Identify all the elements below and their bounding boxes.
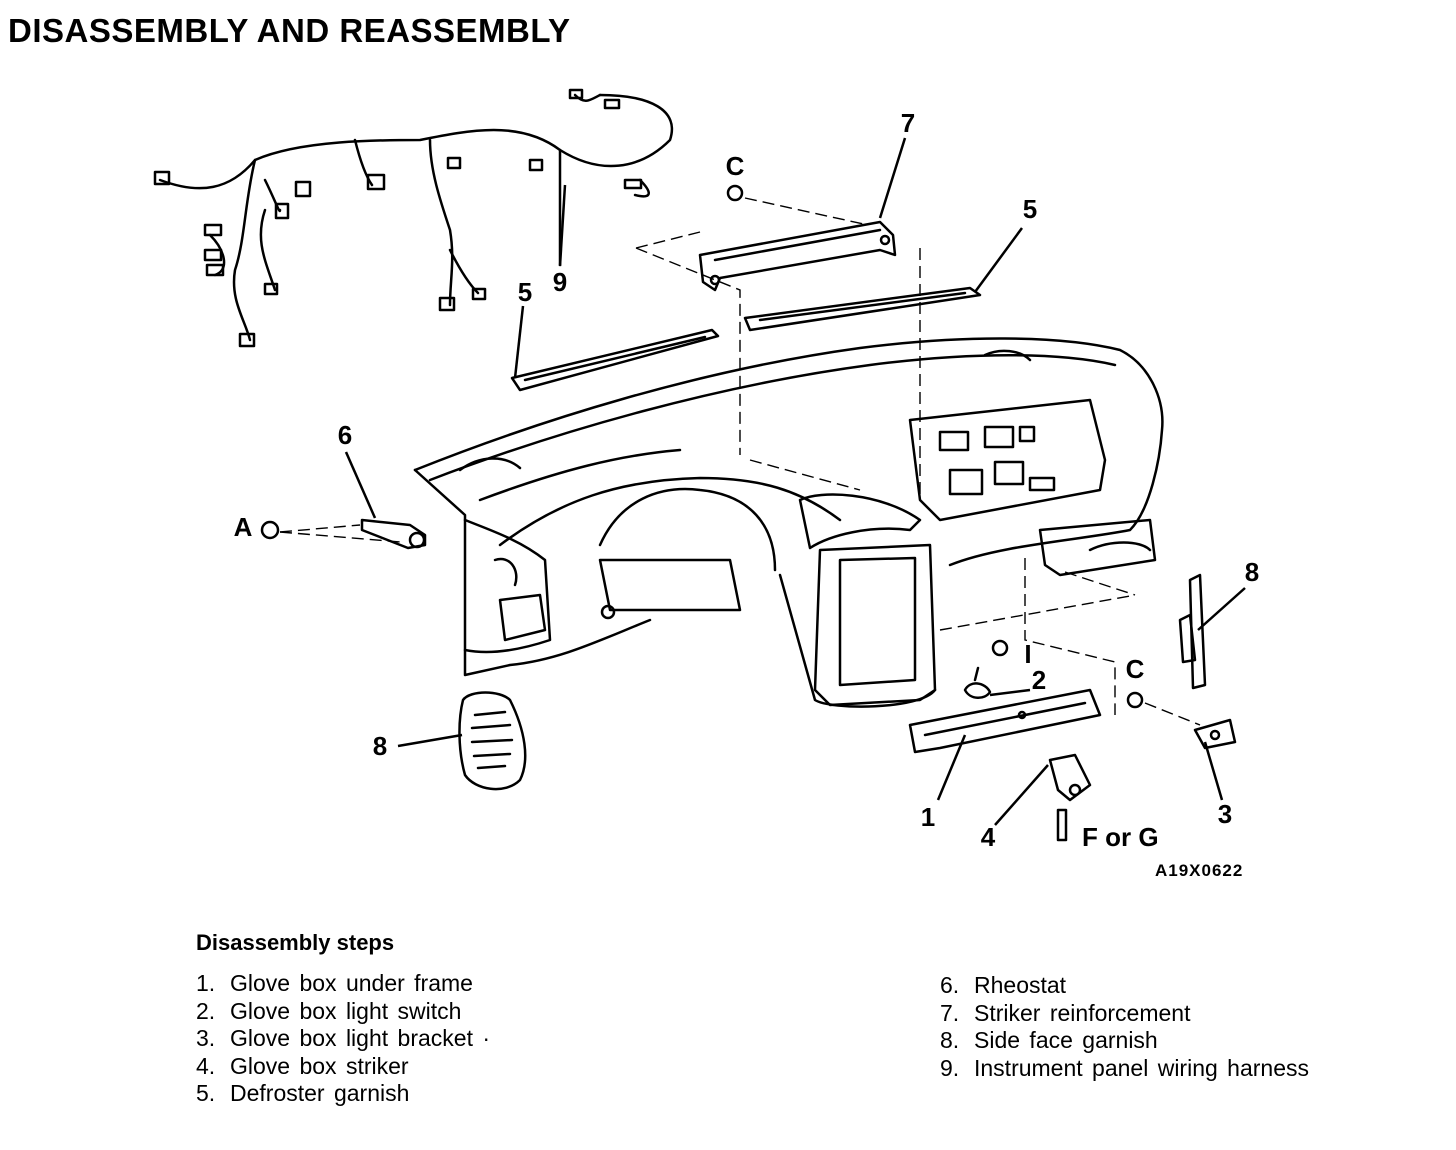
striker-reinforcement: [698, 220, 897, 292]
glove-box-light-bracket: [1193, 718, 1237, 750]
step-item: 9.Instrument panel wiring harness: [940, 1054, 1309, 1081]
page-title: DISASSEMBLY AND REASSEMBLY: [8, 12, 571, 49]
side-face-garnish-right: [1178, 573, 1207, 690]
fasteners: [260, 184, 1144, 842]
callout-fastener-f-or-g: F or G: [1082, 822, 1159, 852]
callout-fastener-c-top: C: [726, 151, 745, 181]
step-item: 4.Glove box striker: [196, 1052, 409, 1079]
defroster-garnish-left: [510, 328, 720, 392]
callout-8-left: 8: [373, 731, 387, 761]
figure-code: A19X0622: [1155, 861, 1243, 880]
assembly-guide-lines: [279, 197, 1201, 726]
defroster-garnish-right: [743, 286, 982, 332]
callout-2: 2: [1032, 665, 1046, 695]
callout-4: 4: [981, 822, 996, 852]
glove-box-light-switch: [963, 666, 992, 699]
instrument-panel: [413, 337, 1164, 708]
callout-fastener-c-bottom: C: [1126, 654, 1145, 684]
rheostat: [360, 518, 427, 550]
side-face-garnish-left: [458, 691, 527, 791]
step-item: 6.Rheostat: [940, 972, 1067, 998]
step-item: 8.Side face garnish: [940, 1027, 1158, 1053]
step-item: 3.Glove box light bracket ·: [196, 1025, 491, 1051]
steps-heading: Disassembly steps: [196, 930, 395, 955]
step-item: 7.Striker reinforcement: [940, 999, 1191, 1026]
callout-9: 9: [553, 267, 567, 297]
callout-8-right: 8: [1245, 557, 1259, 587]
step-item: 2.Glove box light switch: [196, 997, 462, 1024]
callout-fastener-a: A: [234, 512, 253, 542]
callout-fastener-i: I: [1024, 639, 1031, 669]
step-item: 1.Glove box under frame: [196, 970, 473, 996]
callout-6: 6: [338, 420, 352, 450]
callout-5-right: 5: [1023, 194, 1037, 224]
callout-3: 3: [1218, 799, 1232, 829]
steps-list-left: 1.Glove box under frame 2.Glove box ligh…: [196, 970, 490, 1108]
callout-7: 7: [901, 108, 915, 138]
callout-5-left: 5: [518, 277, 532, 307]
glove-box-striker: [1048, 753, 1092, 802]
step-item: 5.Defroster garnish: [196, 1080, 410, 1106]
steps-list-right: 6.Rheostat 7.Striker reinforcement 8.Sid…: [940, 972, 1309, 1082]
leader-lines: [344, 137, 1246, 826]
glove-box-under-frame: [908, 688, 1102, 754]
wiring-harness: [153, 88, 674, 348]
exploded-view-diagram: 7 C 5 5 9 6 A 8 I 2 C 8 1 3 4 F or G A19…: [153, 88, 1259, 880]
callout-1: 1: [921, 802, 935, 832]
